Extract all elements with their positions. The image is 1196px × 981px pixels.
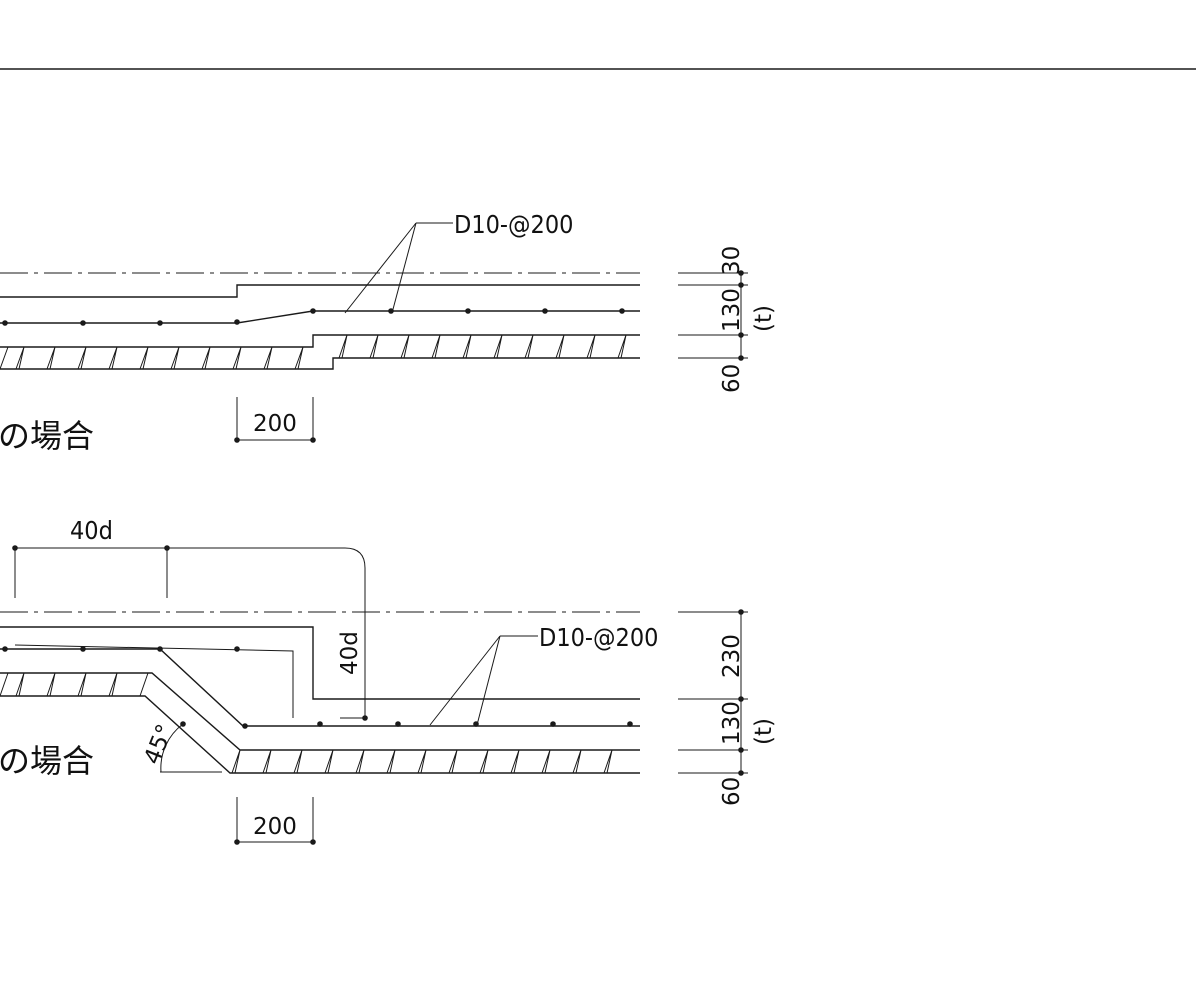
upper-rebar-line: [0, 310, 640, 324]
lower-base-bottom: [0, 695, 640, 774]
lower-side-dimension: [678, 609, 748, 776]
lower-top-bar: [14, 644, 294, 718]
lower-detail: [0, 545, 748, 845]
upper-side-note: (t): [751, 305, 777, 332]
upper-caption: の場合: [0, 417, 94, 455]
upper-hatch-right: [338, 334, 627, 359]
lower-leader-2: [476, 635, 501, 726]
lower-rebar-dots: [2, 646, 633, 729]
lower-anchor-top-label: 40d: [70, 516, 113, 545]
upper-hatch-left: [0, 346, 304, 370]
lower-hatch-left: [0, 672, 149, 697]
lower-anchor-vert-label: 40d: [337, 631, 363, 675]
upper-leader-2: [391, 222, 417, 314]
lower-side-dim-60: 60: [719, 777, 745, 806]
lower-leader-1: [429, 635, 501, 726]
lower-rebar-label: D10-@200: [539, 623, 658, 652]
lower-anchor-bend: [344, 547, 366, 718]
upper-dim-200: 200: [253, 411, 297, 437]
upper-side-dim-60: 60: [719, 364, 745, 393]
lower-dim-200: 200: [253, 814, 297, 840]
lower-caption: の場合: [0, 742, 94, 780]
upper-side-dimension: [678, 270, 748, 361]
lower-angle-label: 45°: [139, 721, 178, 769]
upper-slab-top: [0, 284, 640, 298]
lower-rebar-line: [0, 648, 640, 727]
lower-angle-arc: [160, 723, 184, 773]
upper-base-top: [0, 334, 640, 348]
lower-side-dim-230: 230: [719, 634, 745, 678]
lower-slab-top: [0, 626, 640, 700]
lower-hatch-right: [231, 749, 613, 774]
lower-side-note: (t): [751, 718, 777, 745]
upper-detail: [0, 222, 748, 443]
lower-side-dim-130: 130: [719, 701, 745, 745]
lower-base-top: [0, 672, 640, 751]
upper-side-dim-30: 30: [719, 246, 745, 275]
upper-rebar-label: D10-@200: [454, 210, 573, 239]
upper-leader-1: [344, 222, 417, 314]
upper-side-dim-130: 130: [719, 288, 745, 332]
upper-base-bottom: [0, 357, 640, 370]
